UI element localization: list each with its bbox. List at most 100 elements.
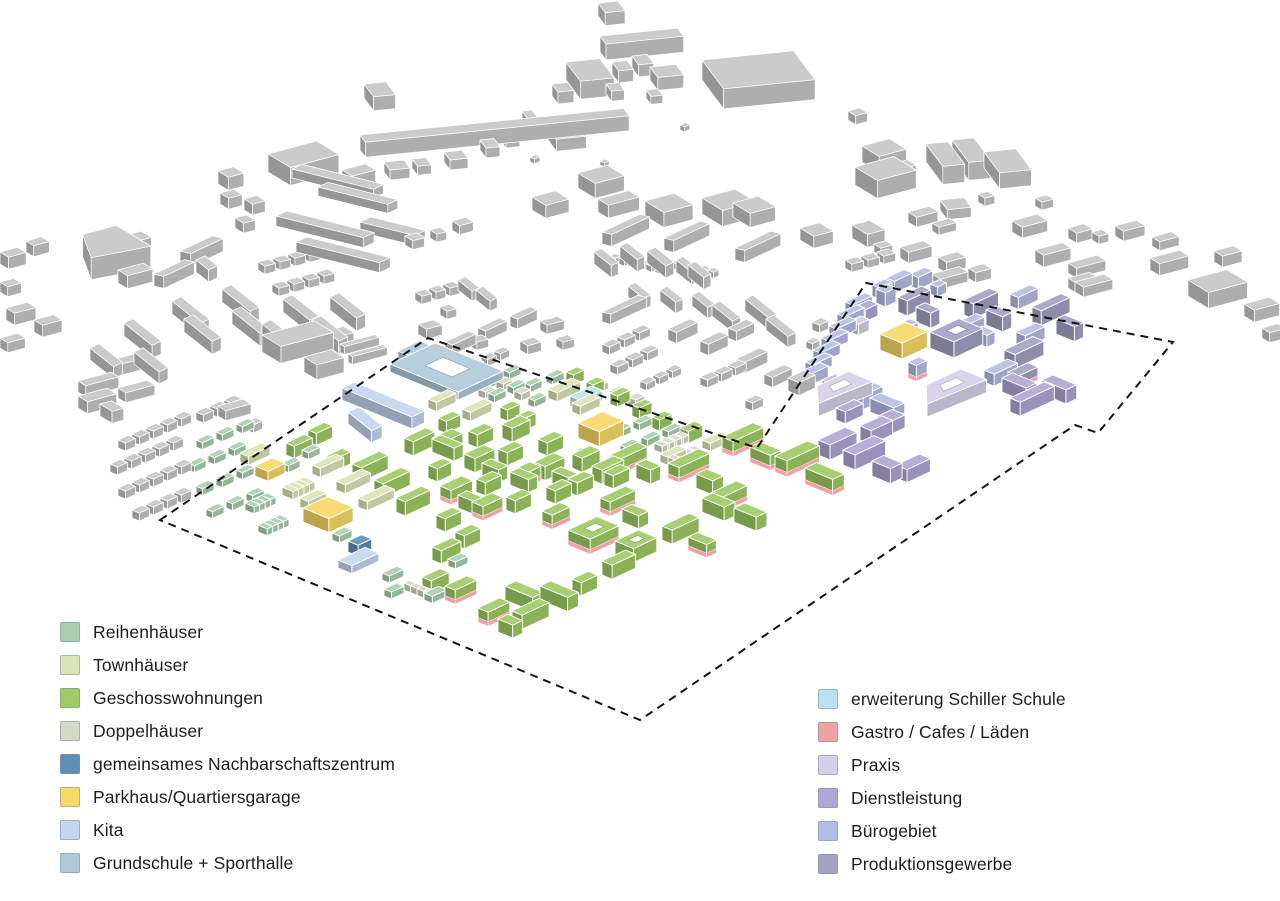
building-roof [835,399,864,413]
building-roof [967,263,992,274]
building-roof [631,398,653,409]
building-roof [131,429,150,438]
building-roof [299,489,327,502]
building-roof [145,423,164,432]
courtyard-opening [829,378,853,393]
building-roof [663,220,711,241]
building-roof [661,512,700,531]
building-roof [734,230,782,251]
building-roof [601,214,650,235]
color-swatch-icon [818,854,838,874]
building-roof [1151,231,1180,243]
gastro-groundfloor-face [471,511,484,521]
building-roof [537,430,564,444]
building-roof [619,242,645,260]
building-roof [567,470,594,484]
building-roof [925,141,966,167]
building-roof [765,314,797,337]
building-roof [639,344,659,354]
building-roof [1213,245,1243,257]
building-roof [123,453,142,462]
building-roof [335,468,371,486]
building-roof [621,503,649,517]
building-roof [907,356,928,366]
color-swatch-icon [818,755,838,775]
building-roof [909,266,934,278]
building-roof [555,334,575,343]
building-roof [545,478,572,492]
building-roof [339,334,380,347]
building-roof [1034,242,1072,256]
building-roof [687,531,717,546]
building-roof [475,470,502,484]
building-roof [1187,269,1248,293]
building-roof [1149,249,1189,265]
building-roof [351,450,389,469]
building-roof [0,246,27,258]
building-roof [286,276,305,285]
building-roof [861,138,907,157]
building-face [618,68,634,84]
building-roof [341,163,376,177]
building-face [604,10,626,26]
building-roof [547,377,582,394]
building-roof [763,364,793,378]
building-roof [173,487,192,496]
building-roof [601,338,621,348]
building-roof [205,503,225,513]
building-roof [477,317,508,332]
color-swatch-icon [60,787,80,807]
building-roof [701,492,736,508]
building-roof [1009,381,1055,403]
building-roof [471,492,504,508]
building-roof [133,347,169,373]
building-roof [871,455,903,470]
building-roof [302,496,354,520]
building-roof [145,471,164,480]
building-face [611,89,625,102]
building-roof [281,457,301,467]
gastro-groundfloor-face [599,507,611,517]
building-roof [605,82,625,92]
legend-label: Doppelhäuser [93,720,204,741]
legend-item: Praxis [818,755,1066,775]
building-roof [427,389,457,403]
building-roof [261,320,334,347]
building-roof [885,269,913,282]
building-roof [876,248,896,257]
color-swatch-icon [818,722,838,742]
building-roof [357,484,395,503]
building-roof [444,330,477,346]
legend-item: Dienstleistung [818,788,1066,808]
building-roof [347,344,388,357]
building-roof [931,217,957,228]
building-roof [593,248,619,266]
building-roof [301,444,321,454]
building-roof [836,304,865,318]
gastro-groundfloor-face [832,485,845,496]
building-roof [599,158,610,164]
gastro-groundfloor-face [907,373,917,382]
building-face [485,146,501,159]
building-face [557,90,575,105]
building-roof [505,488,532,502]
building-roof [257,258,276,267]
building-roof [131,505,150,514]
building-roof [627,282,652,299]
building-roof [529,154,541,160]
building-roof [828,316,857,330]
color-swatch-icon [60,721,80,741]
building-roof [33,314,63,326]
building-roof [493,346,510,355]
courtyard-opening [627,535,646,544]
legend-label: Grundschule + Sporthalle [93,852,294,873]
building-roof [282,294,319,321]
building-roof [117,435,136,444]
building-roof [983,358,1018,375]
building-roof [551,82,575,93]
building-roof [395,485,431,503]
gastro-groundfloor-face [444,595,456,605]
building-roof [599,485,636,503]
building-roof [183,314,222,342]
building-roof [497,613,524,626]
